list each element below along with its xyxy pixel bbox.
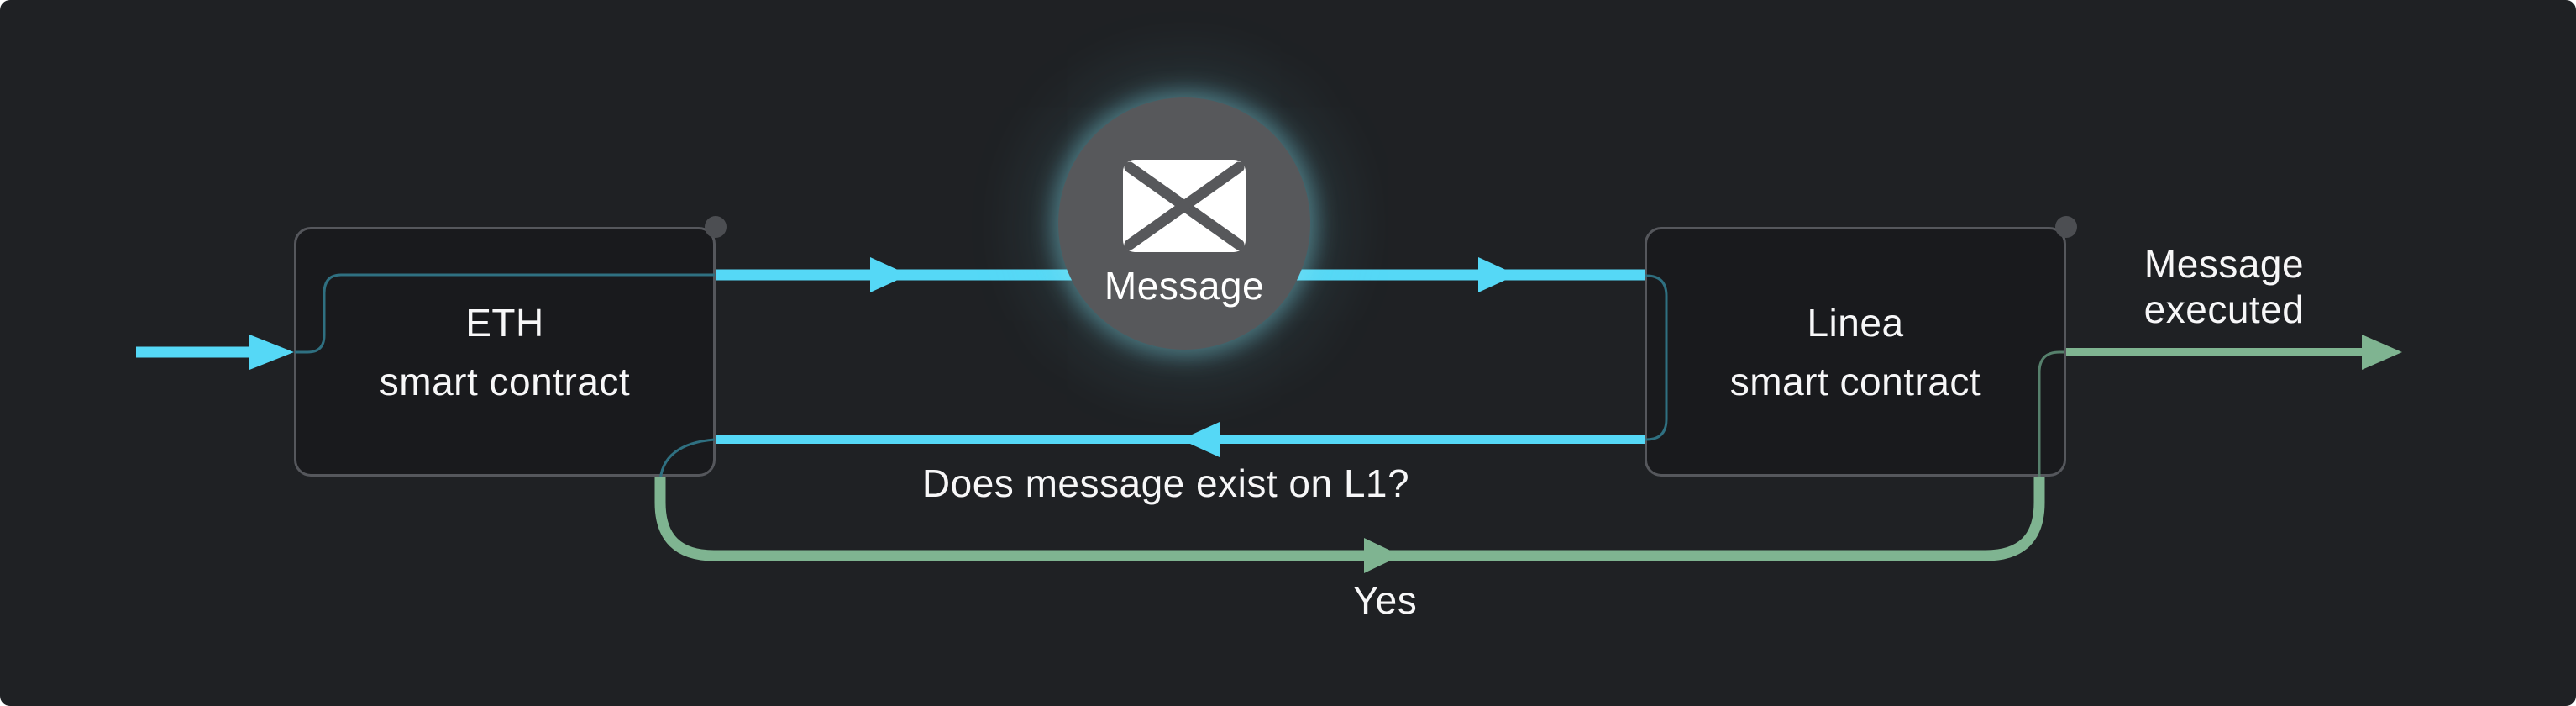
linea-internal-connector-line <box>1645 274 1668 441</box>
node-eth-smart-contract[interactable]: ETH smart contract <box>294 227 716 477</box>
node-eth-label-line1: ETH <box>465 300 544 345</box>
linea-right-connector-line <box>2038 350 2064 482</box>
node-linea-label-line1: Linea <box>1807 300 1904 345</box>
message-executed-line2: executed <box>2143 287 2305 331</box>
node-linea-label-line2: smart contract <box>1729 359 1981 403</box>
linea-port-dot-icon <box>2055 216 2077 238</box>
message-node[interactable]: Message <box>1058 97 1310 350</box>
message-node-label: Message <box>1104 264 1265 308</box>
eth-internal-connector-line <box>295 273 715 354</box>
edge-yes-arrowhead-icon <box>1364 538 1401 573</box>
node-eth-label-line2: smart contract <box>379 359 631 403</box>
eth-bottom-connector-line <box>658 438 716 485</box>
message-executed-label: Message executed <box>2144 241 2305 332</box>
edge-inbound-arrowhead-icon <box>249 335 294 370</box>
edge-executed-arrowhead-icon <box>2362 335 2402 370</box>
edge-yes-loop <box>654 477 2045 561</box>
message-executed-line1: Message <box>2143 242 2305 286</box>
eth-port-dot-icon <box>705 216 727 238</box>
envelope-icon <box>1123 160 1246 252</box>
edge-return-arrowhead-icon <box>1181 422 1220 457</box>
yes-label: Yes <box>1352 578 1418 622</box>
edge-top-arrowhead-right-icon <box>1478 257 1517 292</box>
question-label: Does message exist on L1? <box>921 461 1410 505</box>
node-linea-smart-contract[interactable]: Linea smart contract <box>1645 227 2066 477</box>
envelope-fold-line-2 <box>1124 161 1245 250</box>
edge-top-arrowhead-left-icon <box>870 257 909 292</box>
